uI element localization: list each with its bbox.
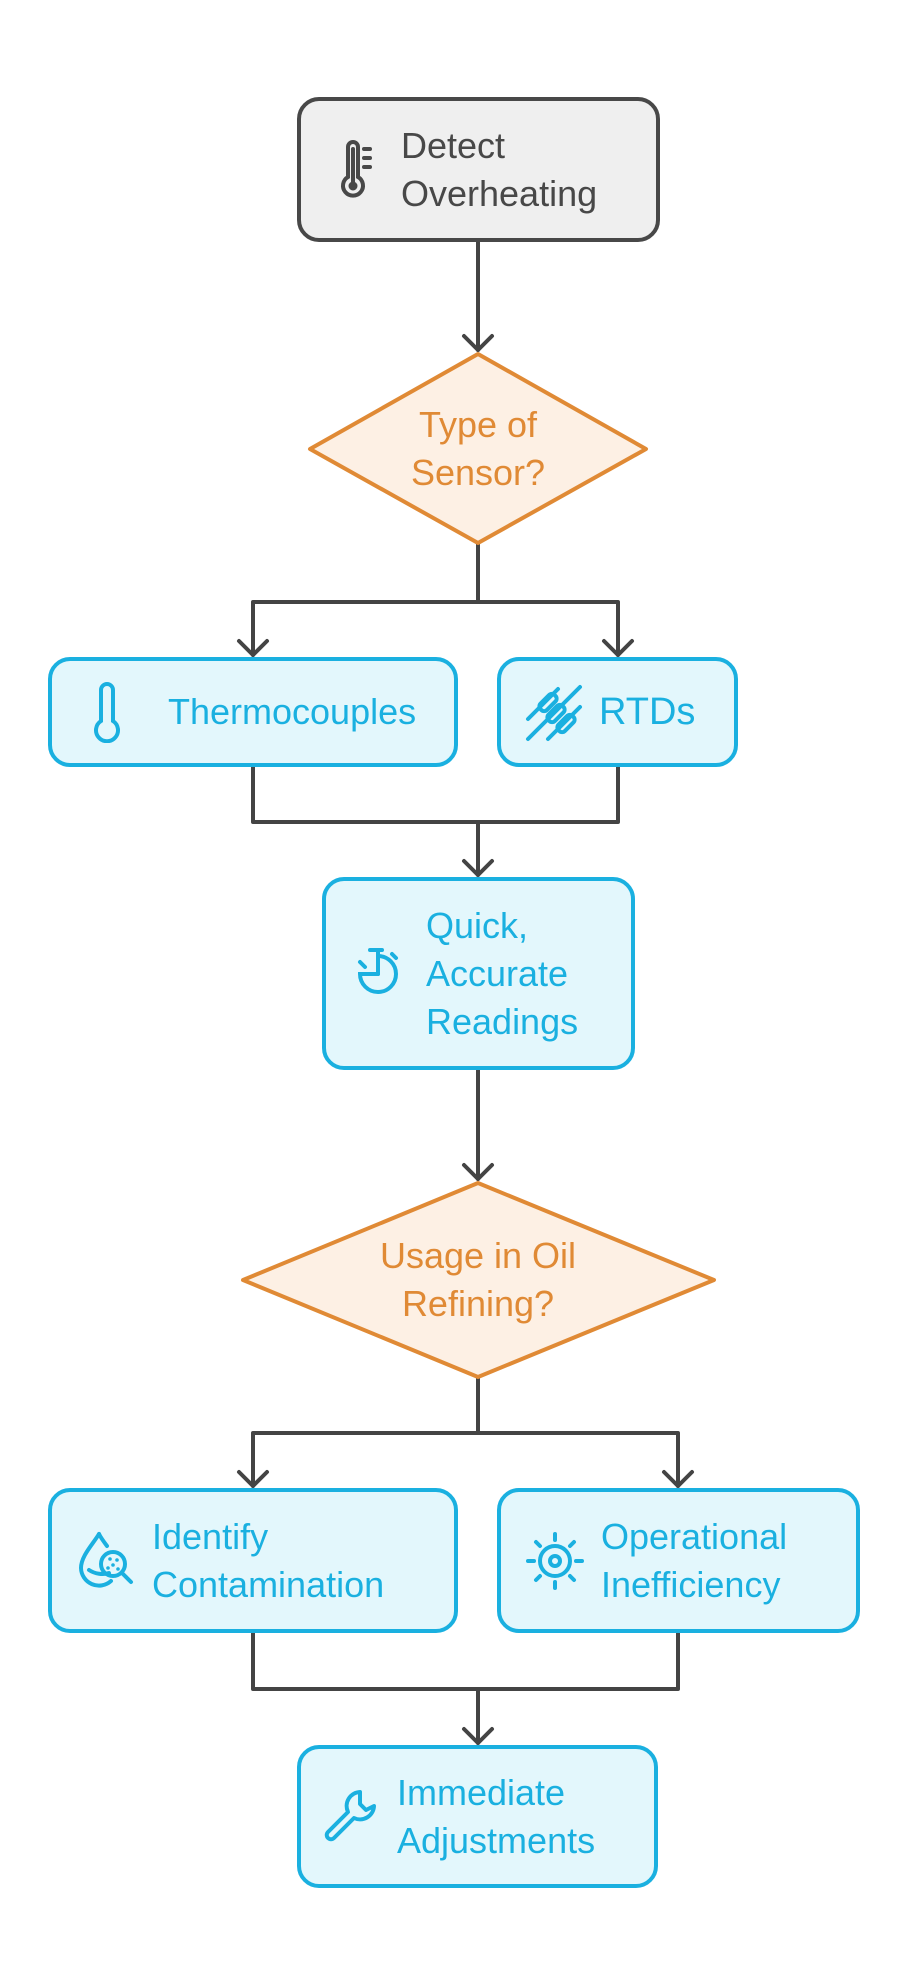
thermometer-outline-icon [92,681,122,743]
edge-merge-to-adjustments [251,1631,680,1745]
node-label: Immediate Adjustments [397,1771,596,1861]
node-label: Operational Inefficiency [601,1515,788,1605]
node-label: Identify Contamination [152,1515,385,1605]
arrowhead [462,334,494,352]
gear-icon [523,1530,587,1592]
node-immediate-adjustments[interactable]: Immediate Adjustments [297,1745,658,1888]
edge-usage-branch [251,1376,680,1488]
arrowhead [237,1470,269,1488]
drop-magnifier-icon [74,1530,138,1592]
node-label: Detect Overheating [401,124,598,214]
arrowhead [237,639,269,657]
arrowhead [462,1163,494,1181]
thermometer-icon [337,139,377,201]
node-identify-contamination[interactable]: Identify Contamination [48,1488,458,1633]
node-label: Quick, Accurate Readings [426,904,579,1042]
node-detect-overheating[interactable]: Detect Overheating [297,97,660,242]
node-label: RTDs [599,691,696,733]
wrench-icon [321,1786,385,1848]
decision-usage-label: Usage in Oil Refining? [379,1235,577,1324]
node-rtds[interactable]: RTDs [497,657,738,767]
arrowhead [462,859,494,877]
node-label: Thermocouples [168,691,417,732]
arrowhead [602,639,634,657]
node-operational-inefficiency[interactable]: Operational Inefficiency [497,1488,860,1633]
edge-sensors-merge-to-quick [251,765,620,877]
stopwatch-icon [352,944,406,1004]
arrowhead [462,1727,494,1745]
decision-sensor-type-shape [308,352,648,545]
arrowhead [662,1470,694,1488]
edge-sensor-type-branch [251,542,620,657]
resistors-icon [523,681,587,743]
node-thermocouples[interactable]: Thermocouples [48,657,458,767]
decision-usage-shape [241,1181,716,1379]
node-quick-accurate-readings[interactable]: Quick, Accurate Readings [322,877,635,1070]
decision-sensor-type-label: Type of Sensor? [410,404,546,493]
